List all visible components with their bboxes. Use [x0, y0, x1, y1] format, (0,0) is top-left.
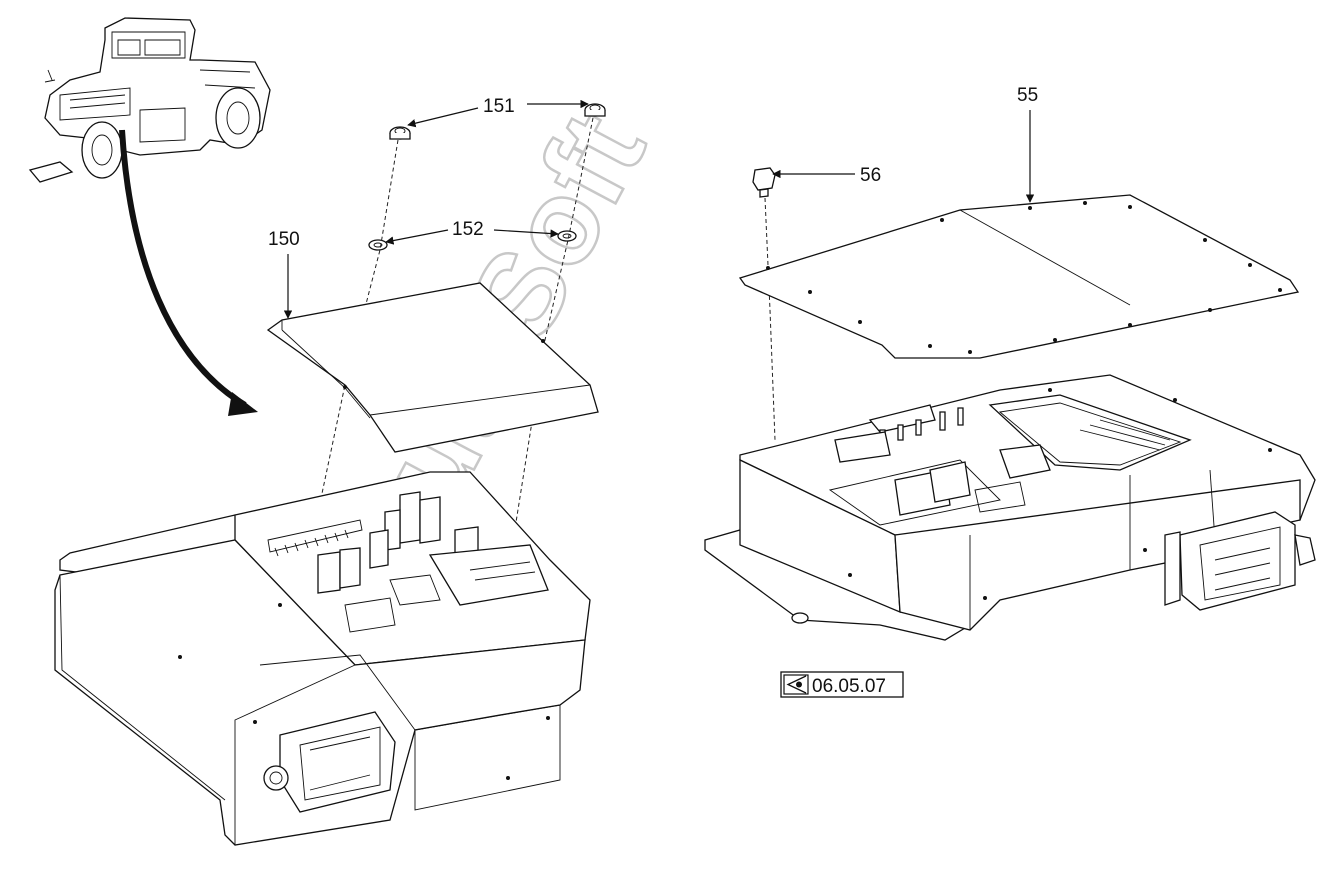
callout-150[interactable]: 150	[268, 229, 300, 250]
left-control-box	[54, 471, 591, 846]
callout-56[interactable]: 56	[860, 165, 881, 186]
terminal-posts	[834, 404, 964, 463]
connector-box-right	[1179, 511, 1316, 611]
relay-bank	[267, 491, 549, 633]
washer-152-right	[557, 230, 577, 242]
bolt-56	[752, 167, 776, 198]
view-reference-icon	[783, 674, 809, 695]
control-unit	[988, 394, 1192, 479]
location-arrow	[119, 129, 247, 408]
callout-55[interactable]: 55	[1017, 85, 1038, 106]
callout-152[interactable]: 152	[452, 219, 484, 240]
circuit-board	[828, 459, 1026, 526]
view-reference[interactable]: 06.05.07	[780, 671, 904, 698]
nut-151-left	[389, 126, 411, 140]
machine-thumbnail-icon	[28, 17, 271, 183]
reference-number: 06.05.07	[812, 676, 886, 697]
nut-151-right	[584, 103, 606, 117]
callout-151[interactable]: 151	[483, 96, 515, 117]
washer-152-left	[368, 239, 388, 251]
cover-150	[266, 282, 599, 453]
right-control-box	[704, 374, 1316, 641]
cover-plate-55	[738, 194, 1300, 359]
connector-box	[263, 711, 396, 813]
